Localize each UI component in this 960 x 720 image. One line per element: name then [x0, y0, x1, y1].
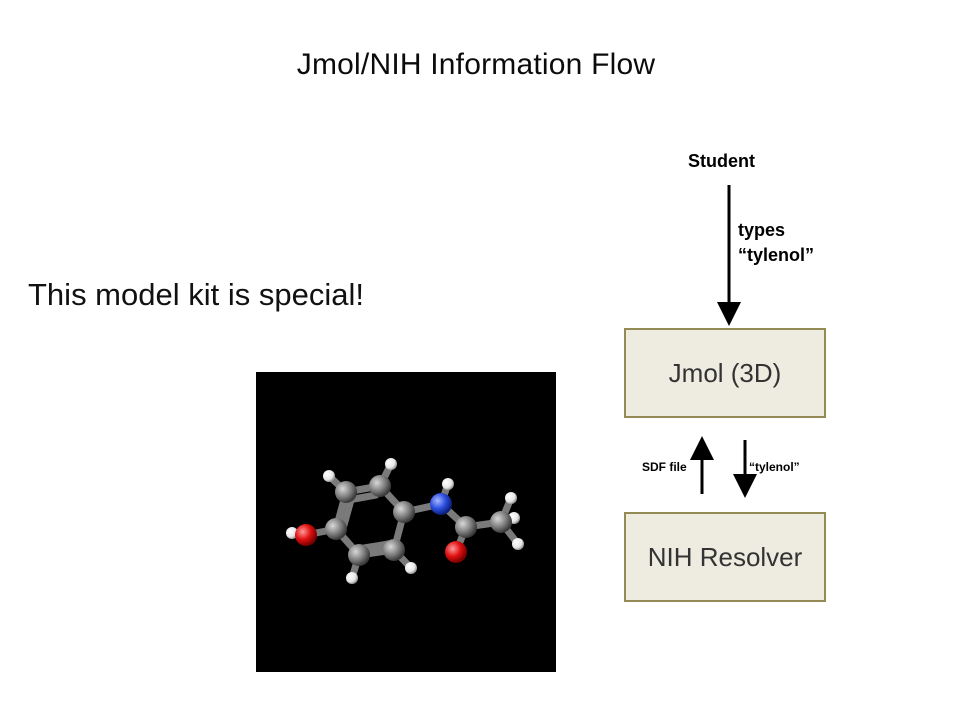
types-label: types “tylenol”	[738, 218, 814, 268]
hydrogen-atom	[405, 562, 417, 574]
acetaminophen-model	[286, 458, 524, 584]
nih-resolver-box-label: NIH Resolver	[647, 541, 803, 572]
carbon-atom	[325, 518, 347, 540]
nitrogen-atom	[430, 493, 452, 515]
hydrogen-atom	[442, 478, 454, 490]
carbon-atom	[455, 516, 477, 538]
nih-resolver-box: NIH Resolver	[624, 512, 826, 602]
types-line-2: “tylenol”	[738, 245, 815, 265]
jmol-box: Jmol (3D)	[624, 328, 826, 418]
hydrogen-atom	[286, 527, 298, 539]
types-line-1: types	[738, 220, 786, 240]
carbon-atom	[348, 544, 370, 566]
jmol-box-label: Jmol (3D)	[668, 357, 782, 388]
hydrogen-atom	[346, 572, 358, 584]
oxygen-atom	[445, 541, 467, 563]
student-label: Student	[688, 151, 755, 171]
molecule-viewer[interactable]	[256, 372, 556, 672]
carbon-atom	[335, 481, 357, 503]
hydrogen-atom	[505, 492, 517, 504]
carbon-atom	[369, 475, 391, 497]
carbon-atom	[393, 501, 415, 523]
slide-title: Jmol/NIH Information Flow	[296, 48, 656, 81]
hydrogen-atom	[385, 458, 397, 470]
atoms	[286, 458, 524, 584]
tylenol-query-label: “tylenol”	[749, 460, 800, 474]
carbon-atom	[383, 539, 405, 561]
oxygen-atom	[295, 524, 317, 546]
slide-subtitle: This model kit is special!	[28, 277, 364, 312]
hydrogen-atom	[323, 470, 335, 482]
carbon-atom	[490, 511, 512, 533]
hydrogen-atom	[512, 538, 524, 550]
sdf-file-label: SDF file	[642, 460, 687, 474]
